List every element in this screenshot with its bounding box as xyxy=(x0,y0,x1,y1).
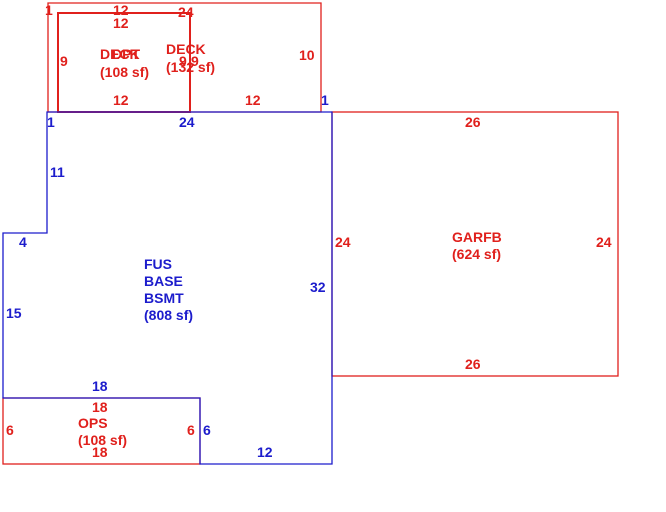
deck-label: DECK xyxy=(166,41,206,57)
dim-deck-top-left: 1 xyxy=(45,2,53,18)
dim-main-left-lower: 15 xyxy=(6,305,22,321)
dim-ops-right: 6 xyxy=(187,422,195,438)
main-label-line1: FUS xyxy=(144,256,172,272)
dim-ops-top: 18 xyxy=(92,399,108,415)
deck-size-label: (132 sf) xyxy=(166,59,215,75)
dim-main-right: 32 xyxy=(310,279,326,295)
dim-deck-bottom: 12 xyxy=(245,92,261,108)
dim-deck-mid: 9 xyxy=(179,53,187,69)
dim-deck-right: 10 xyxy=(299,47,315,63)
dim-garfb-top: 26 xyxy=(465,114,481,130)
dim-dpt-left: 9 xyxy=(60,53,68,69)
dim-dpt-top: 12 xyxy=(113,2,129,18)
dim-main-step-lower: 6 xyxy=(203,422,211,438)
dim-deck-mid2: 9 xyxy=(191,53,199,69)
dpt-overlap-deck-label: DECK xyxy=(100,46,140,62)
main-label-line3: BSMT xyxy=(144,290,184,306)
dim-ops-left: 6 xyxy=(6,422,14,438)
main-area-outline xyxy=(2,111,333,465)
ops-size-label: (108 sf) xyxy=(78,432,127,448)
main-size-label: (808 sf) xyxy=(144,307,193,323)
dim-main-left-upper: 11 xyxy=(50,164,65,180)
dim-garfb-left: 24 xyxy=(335,234,351,250)
dpt-size-label: (108 sf) xyxy=(100,64,149,80)
dim-main-top-left: 1 xyxy=(47,114,55,130)
dim-main-top: 24 xyxy=(179,114,195,130)
garfb-size-label: (624 sf) xyxy=(452,246,501,262)
dim-dpt-top-inner: 12 xyxy=(113,15,129,31)
dim-dpt-bottom: 12 xyxy=(113,92,129,108)
ops-label: OPS xyxy=(78,415,108,431)
dim-garfb-bottom: 26 xyxy=(465,356,481,372)
main-label-line2: BASE xyxy=(144,273,183,289)
dim-main-step: 4 xyxy=(19,234,27,250)
dim-deck-corner: 1 xyxy=(321,92,329,108)
dim-main-bottom-right: 12 xyxy=(257,444,273,460)
garfb-label: GARFB xyxy=(452,229,502,245)
dim-deck-top-right: 24 xyxy=(178,4,194,20)
dim-ops-bottom: 18 xyxy=(92,444,108,460)
dim-garfb-right: 24 xyxy=(596,234,612,250)
dim-main-bottom-left: 18 xyxy=(92,378,108,394)
dpt-label: DPT xyxy=(112,46,140,62)
